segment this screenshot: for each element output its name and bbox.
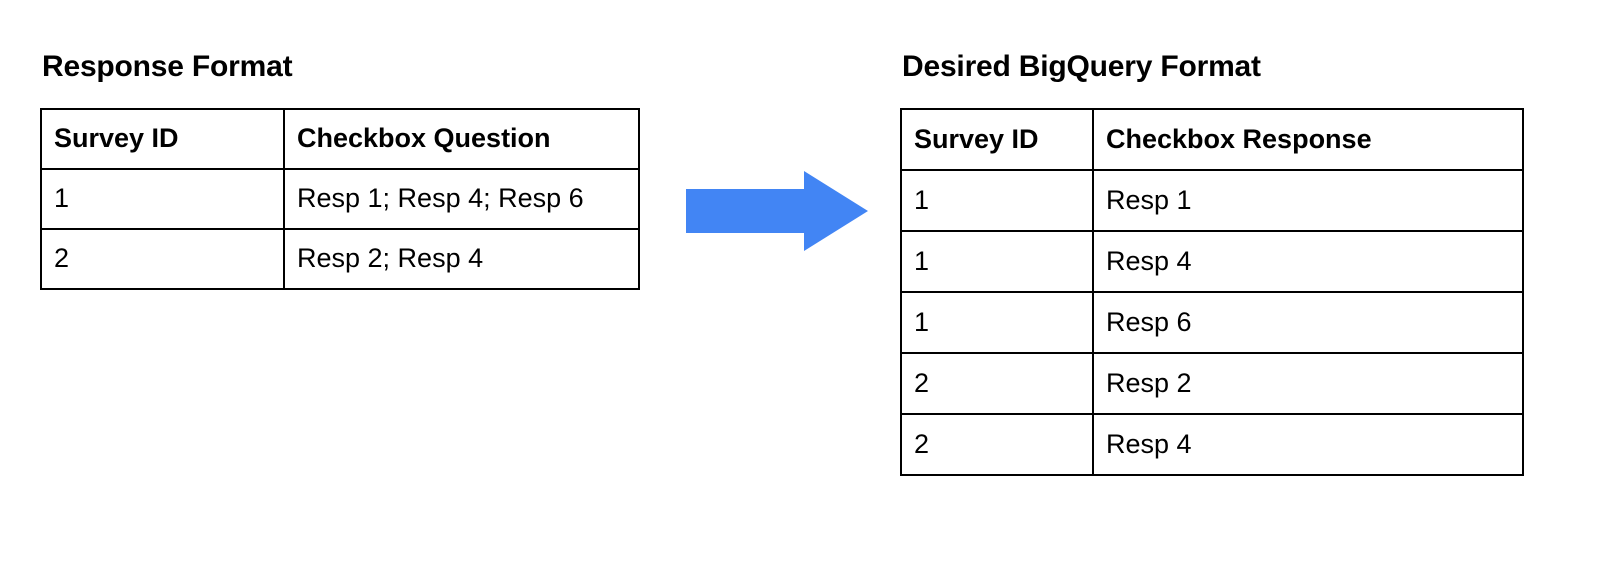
cell-checkbox-response: Resp 4 — [1092, 230, 1524, 293]
cell-survey-id: 2 — [900, 413, 1094, 476]
table-row: 1 Resp 1 — [900, 169, 1524, 232]
cell-survey-id: 2 — [900, 352, 1094, 415]
desired-bigquery-format-panel: Desired BigQuery Format Survey ID Checkb… — [900, 52, 1524, 476]
response-format-table: Survey ID Checkbox Question 1 Resp 1; Re… — [40, 108, 640, 290]
table-row: 1 Resp 4 — [900, 230, 1524, 293]
column-header-survey-id: Survey ID — [900, 108, 1094, 171]
left-panel-title: Response Format — [42, 50, 293, 83]
table-row: 2 Resp 2 — [900, 352, 1524, 415]
right-panel-title: Desired BigQuery Format — [902, 50, 1261, 83]
cell-checkbox-question: Resp 1; Resp 4; Resp 6 — [283, 168, 640, 230]
right-arrow-icon — [686, 171, 868, 251]
table-header-row: Survey ID Checkbox Response — [900, 108, 1524, 171]
table-header-row: Survey ID Checkbox Question — [40, 108, 640, 170]
table-row: 1 Resp 6 — [900, 291, 1524, 354]
column-header-checkbox-response: Checkbox Response — [1092, 108, 1524, 171]
cell-survey-id: 2 — [40, 228, 285, 290]
transformation-arrow — [686, 171, 868, 251]
table-row: 1 Resp 1; Resp 4; Resp 6 — [40, 168, 640, 230]
cell-checkbox-response: Resp 6 — [1092, 291, 1524, 354]
cell-checkbox-response: Resp 1 — [1092, 169, 1524, 232]
table-row: 2 Resp 4 — [900, 413, 1524, 476]
cell-survey-id: 1 — [900, 291, 1094, 354]
column-header-checkbox-question: Checkbox Question — [283, 108, 640, 170]
bigquery-format-table: Survey ID Checkbox Response 1 Resp 1 1 R… — [900, 108, 1524, 476]
cell-survey-id: 1 — [900, 230, 1094, 293]
table-row: 2 Resp 2; Resp 4 — [40, 228, 640, 290]
response-format-panel: Response Format Survey ID Checkbox Quest… — [40, 52, 640, 290]
cell-survey-id: 1 — [40, 168, 285, 230]
cell-survey-id: 1 — [900, 169, 1094, 232]
cell-checkbox-response: Resp 2 — [1092, 352, 1524, 415]
cell-checkbox-response: Resp 4 — [1092, 413, 1524, 476]
column-header-survey-id: Survey ID — [40, 108, 285, 170]
cell-checkbox-question: Resp 2; Resp 4 — [283, 228, 640, 290]
